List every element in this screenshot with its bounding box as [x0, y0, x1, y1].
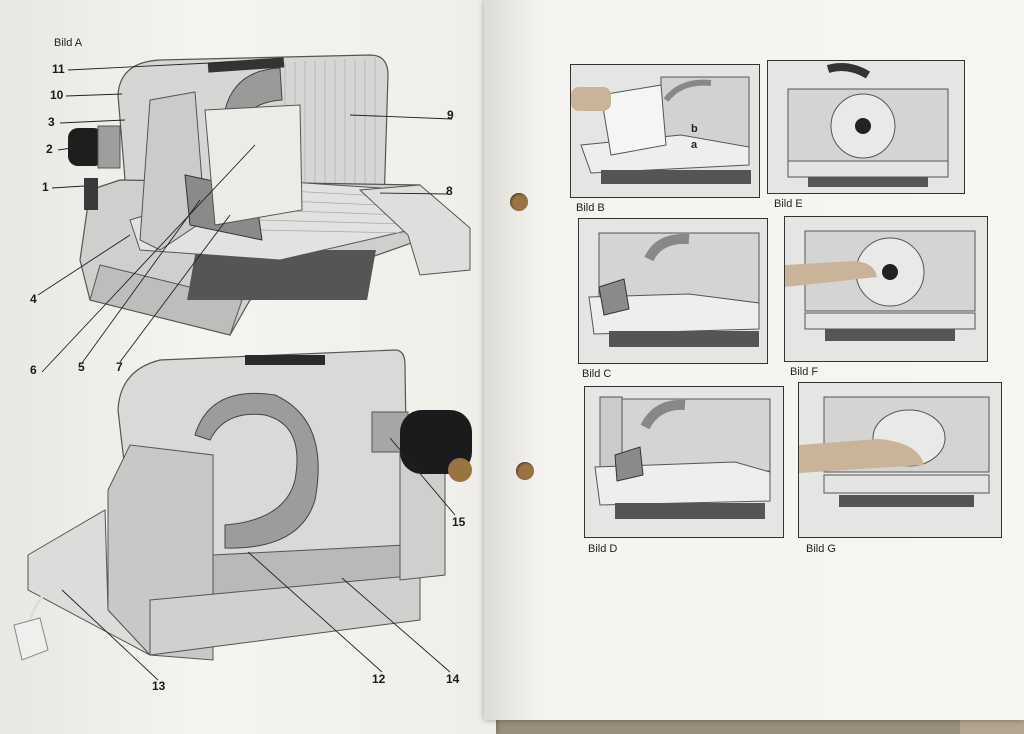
caption-bild-g: Bild G	[806, 543, 836, 555]
callout-3: 3	[48, 115, 55, 129]
caption-bild-d: Bild D	[588, 543, 618, 555]
binder-hole-bottom	[516, 462, 534, 480]
callout-4: 4	[30, 292, 37, 306]
callout-7: 7	[116, 360, 123, 374]
caption-bild-c: Bild C	[582, 368, 612, 380]
caption-bild-e: Bild E	[774, 198, 803, 210]
callout-5: 5	[78, 360, 85, 374]
callout-1: 1	[42, 180, 49, 194]
panel-bild-d	[584, 386, 784, 538]
panel-bild-e	[767, 60, 965, 194]
callout-14: 14	[446, 672, 460, 686]
callout-12: 12	[372, 672, 386, 686]
callout-15: 15	[452, 515, 466, 529]
slicer-top-drawing	[13, 54, 472, 681]
panel-bild-g	[798, 382, 1002, 538]
left-page: Bild A	[0, 0, 496, 734]
callout-11: 11	[52, 62, 65, 76]
callout-9: 9	[447, 108, 454, 122]
panel-bild-c	[578, 218, 768, 364]
callout-8: 8	[446, 184, 453, 198]
caption-bild-b: Bild B	[576, 202, 605, 214]
caption-bild-f: Bild F	[790, 366, 819, 378]
figure-label-a: Bild A	[54, 37, 83, 49]
panel-bild-b: b a	[570, 64, 760, 198]
mark-b: b	[691, 123, 698, 135]
callout-13: 13	[152, 679, 166, 693]
right-page: b a Bild B Bild E Bild C	[484, 0, 1024, 720]
callout-6: 6	[30, 363, 37, 377]
panel-bild-f	[784, 216, 988, 362]
mark-a: a	[691, 139, 698, 151]
callout-2: 2	[46, 142, 53, 156]
callout-10: 10	[50, 88, 64, 102]
binder-hole-top	[510, 193, 528, 211]
slicer-illustrations	[13, 54, 472, 681]
